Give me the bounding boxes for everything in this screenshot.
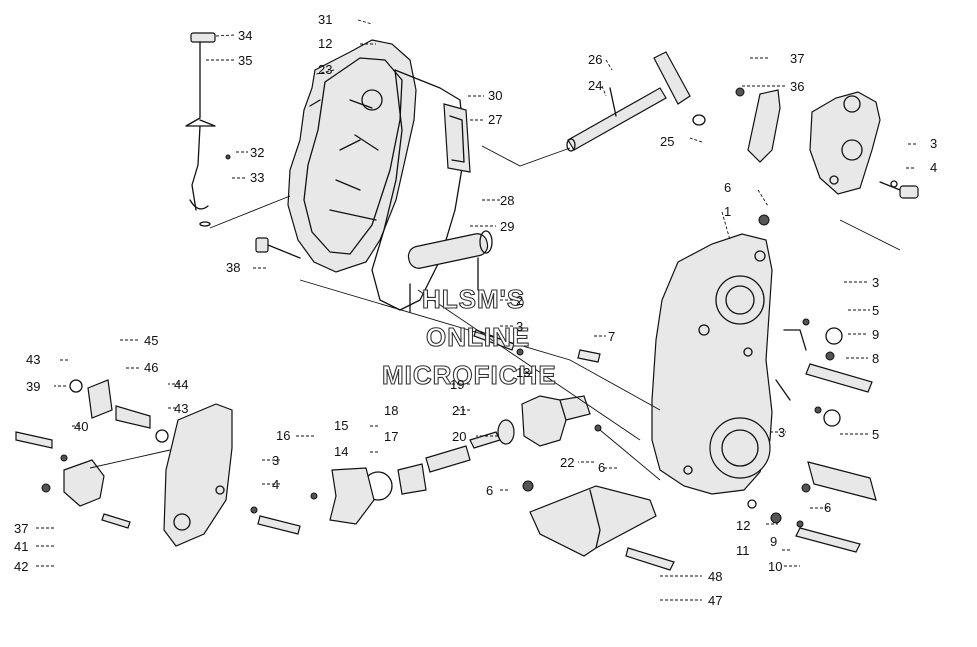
callout-3: 3: [778, 425, 785, 440]
callout-13: 13: [516, 365, 530, 380]
callout-1: 1: [724, 204, 731, 219]
callout-14: 14: [334, 444, 348, 459]
callout-38: 38: [226, 260, 240, 275]
callout-12: 12: [736, 518, 750, 533]
bolt-38: [255, 237, 301, 259]
callout-24: 24: [588, 78, 602, 93]
callout-23: 23: [318, 62, 332, 77]
callout-25: 25: [660, 134, 674, 149]
leader-lines: [36, 19, 916, 601]
callout-15: 15: [334, 418, 348, 433]
callout-47: 47: [708, 593, 722, 608]
callout-5: 5: [872, 427, 879, 442]
callout-9: 9: [770, 534, 777, 549]
callout-26: 26: [588, 52, 602, 67]
callout-12: 12: [318, 36, 332, 51]
callout-43: 43: [26, 352, 40, 367]
callout-6: 6: [824, 500, 831, 515]
pin-29: [407, 230, 493, 313]
callout-37: 37: [790, 51, 804, 66]
callout-6: 6: [486, 483, 493, 498]
callout-45: 45: [144, 333, 158, 348]
callout-3: 3: [516, 319, 523, 334]
callout-41: 41: [14, 539, 28, 554]
callout-43: 43: [174, 401, 188, 416]
callout-4: 4: [930, 160, 937, 175]
gear-case-1: [651, 214, 807, 495]
callout-46: 46: [144, 360, 158, 375]
left-small-parts: [15, 379, 171, 529]
callout-20: 20: [452, 429, 466, 444]
callout-29: 29: [500, 219, 514, 234]
callout-4: 4: [272, 477, 279, 492]
callout-19: 19: [450, 377, 464, 392]
callout-11: 11: [736, 543, 750, 558]
callout-34: 34: [238, 28, 252, 43]
callout-48: 48: [708, 569, 722, 584]
callout-21: 21: [452, 403, 466, 418]
callout-22: 22: [560, 455, 574, 470]
callout-18: 18: [384, 403, 398, 418]
bolts-right: [747, 318, 877, 553]
callout-30: 30: [488, 88, 502, 103]
shift-shaft-24: [566, 51, 706, 152]
callout-3: 3: [272, 453, 279, 468]
watermark-line-1: HLSM'S: [422, 284, 525, 314]
callout-2: 2: [516, 293, 523, 308]
chaincase-cover-23: [287, 39, 417, 273]
callout-6: 6: [598, 460, 605, 475]
callout-36: 36: [790, 79, 804, 94]
callout-9: 9: [872, 327, 879, 342]
bracket-48: [522, 480, 675, 571]
callout-5: 5: [872, 303, 879, 318]
watermark-line-2: ONLINE: [426, 322, 530, 352]
callout-33: 33: [250, 170, 264, 185]
callout-40: 40: [74, 419, 88, 434]
side-cover: [163, 403, 301, 547]
watermark: HLSM'S ONLINE MICROFICHE: [381, 283, 557, 390]
callout-39: 39: [26, 379, 40, 394]
callout-17: 17: [384, 429, 398, 444]
callout-35: 35: [238, 53, 252, 68]
shift-arm-36: [735, 87, 919, 199]
callout-16: 16: [276, 428, 290, 443]
callout-28: 28: [500, 193, 514, 208]
callout-3: 3: [930, 136, 937, 151]
callout-37: 37: [14, 521, 28, 536]
callout-27: 27: [488, 112, 502, 127]
callout-6: 6: [724, 180, 731, 195]
watermark-line-3: MICROFICHE: [382, 360, 557, 390]
callout-7: 7: [608, 329, 615, 344]
callout-10: 10: [768, 559, 782, 574]
callout-42: 42: [14, 559, 28, 574]
callout-44: 44: [174, 377, 188, 392]
callout-3: 3: [872, 275, 879, 290]
assembly-lines: [209, 145, 901, 481]
callout-labels: 34 35 31 12 23 30 27 32 33 28 29 38 26 2…: [14, 12, 937, 608]
dipstick-assembly: [185, 32, 231, 227]
callout-8: 8: [872, 351, 879, 366]
oil-pump-assembly: [310, 329, 602, 525]
callout-32: 32: [250, 145, 264, 160]
tensioner-blade-27: [443, 103, 471, 173]
callout-31: 31: [318, 12, 332, 27]
